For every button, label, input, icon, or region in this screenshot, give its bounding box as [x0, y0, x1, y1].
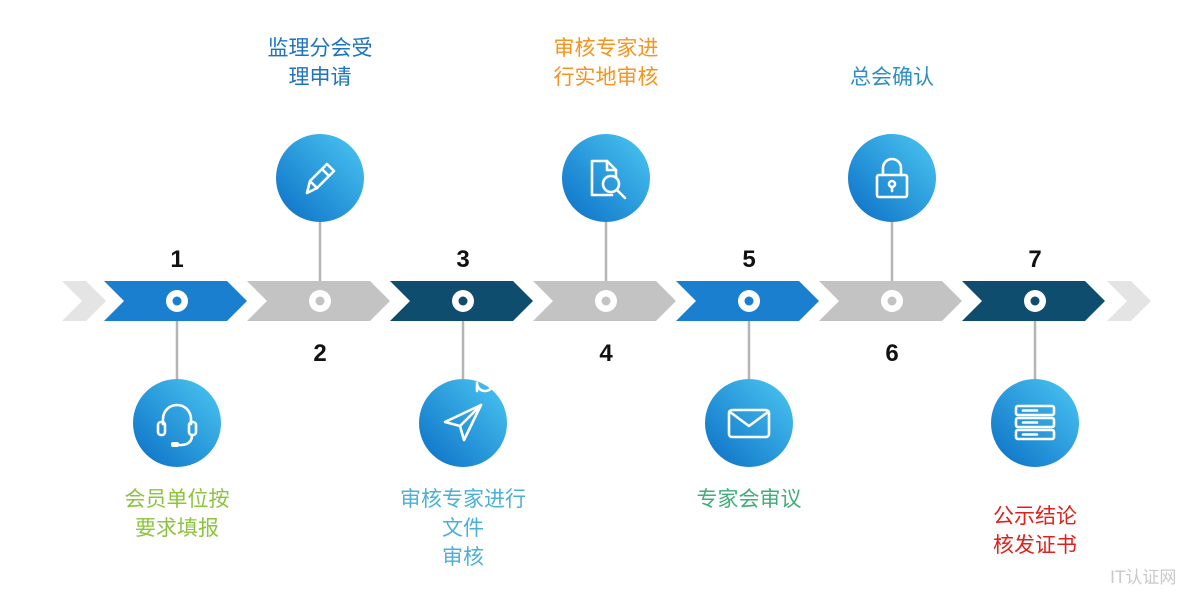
step-number: 5: [742, 246, 756, 273]
lock-icon: [875, 157, 909, 199]
step-label: 审核专家进行文件审核: [363, 485, 563, 572]
step-label-line: 理申请: [288, 65, 352, 89]
step-label-line: 审核: [442, 545, 484, 569]
server-icon: [1014, 404, 1056, 441]
step-label-line: 文件: [442, 516, 484, 540]
timeline-node-center: [1030, 296, 1040, 306]
step-label-line: 审核专家进行: [400, 487, 526, 511]
step-label: 总会确认: [792, 63, 992, 92]
timeline-node-center: [887, 296, 897, 306]
step-label-line: 公示结论: [993, 504, 1077, 528]
step-label-line: 监理分会受: [267, 36, 373, 60]
step-label: 监理分会受理申请: [220, 34, 420, 92]
timeline-node-center: [458, 296, 468, 306]
step-label-line: 会员单位按: [124, 487, 230, 511]
envelope-icon: [727, 408, 771, 439]
timeline-node-center: [315, 296, 325, 306]
step-circle: [133, 379, 221, 467]
step-label-line: 总会确认: [850, 65, 934, 89]
step-label: 会员单位按要求填报: [77, 485, 277, 543]
headset-icon: [156, 403, 198, 447]
document-search-icon: [590, 159, 627, 200]
end-chevron: [1107, 281, 1151, 321]
step-label: 专家会审议: [649, 485, 849, 514]
watermark: IT认证网: [1110, 568, 1177, 588]
pencil-icon: [305, 162, 336, 195]
step-circle: [276, 134, 364, 222]
paper-plane-icon: [443, 381, 495, 442]
step-number: 2: [313, 340, 327, 367]
step-number: 7: [1028, 246, 1042, 273]
step-number: 3: [456, 246, 470, 273]
step-label-line: 核发证书: [993, 533, 1077, 557]
timeline-node-center: [744, 296, 754, 306]
timeline-node-center: [172, 296, 182, 306]
step-label: 审核专家进行实地审核: [506, 34, 706, 92]
start-chevron: [62, 281, 106, 321]
step-circle: [848, 134, 936, 222]
timeline-node-center: [601, 296, 611, 306]
step-label: 公示结论核发证书: [935, 502, 1135, 560]
step-number: 1: [170, 246, 184, 273]
step-label-line: 审核专家进: [553, 36, 659, 60]
step-circle: [705, 379, 793, 467]
step-number: 6: [885, 340, 899, 367]
step-label-line: 要求填报: [135, 516, 219, 540]
step-label-line: 行实地审核: [553, 65, 659, 89]
step-label-line: 专家会审议: [696, 487, 802, 511]
step-number: 4: [599, 340, 613, 367]
